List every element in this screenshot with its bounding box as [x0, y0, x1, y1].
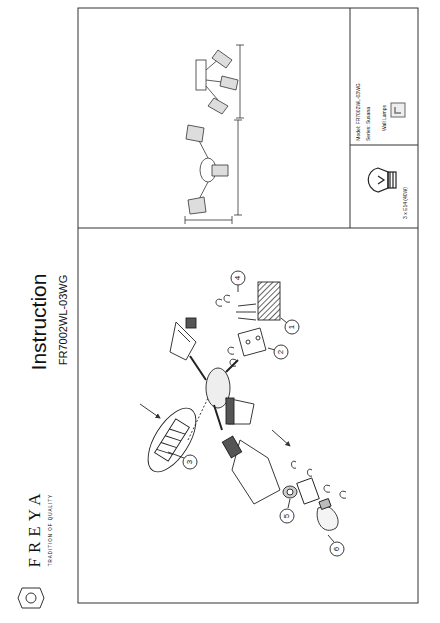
callout-number: 6	[333, 547, 341, 551]
callout-number: 5	[283, 514, 291, 518]
callout-number: 3	[186, 460, 194, 464]
callout-number: 2	[277, 350, 285, 354]
exploded-lamp	[139, 282, 346, 530]
wall-lamp-icon	[391, 103, 405, 117]
bulb-symbol	[368, 168, 396, 192]
sheet-title: Instruction	[28, 274, 49, 371]
callout-number: 1	[288, 325, 296, 329]
brand-name: FREYA	[26, 489, 43, 568]
bulb-spec: 3 x E14 (40W)	[403, 187, 408, 219]
brand-slogan: TRADITION OF QUALITY	[49, 494, 54, 566]
dimension-views	[185, 45, 244, 224]
callout-number: 4	[234, 276, 242, 280]
category-line: Wall Lamps	[382, 105, 387, 131]
page-frame	[78, 8, 418, 603]
callout-rings	[168, 271, 344, 556]
model-code: FR7002WL-03WG	[58, 275, 69, 365]
model-line: Model: FR7002WL-03WG	[356, 83, 361, 141]
series-line: Series: Susana	[366, 107, 371, 141]
freya-emblem	[18, 588, 44, 608]
